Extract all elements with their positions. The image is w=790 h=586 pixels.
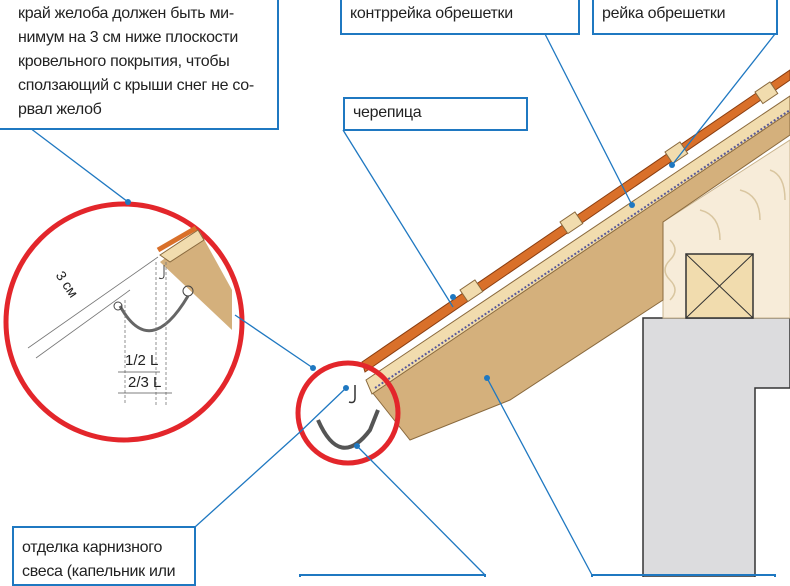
wall xyxy=(642,317,790,577)
tile-label: черепица xyxy=(343,97,528,131)
leader-lines xyxy=(29,33,776,576)
label-text: черепица xyxy=(353,104,422,121)
detail-contents xyxy=(27,225,232,405)
insulation-pattern xyxy=(664,169,786,301)
leader-dots xyxy=(125,162,675,449)
gutter-hook xyxy=(348,385,356,404)
wall-plate-beam xyxy=(685,253,754,319)
gutter xyxy=(316,409,380,450)
note-line: сползающий с крыши снег не со- xyxy=(18,77,254,94)
note-line: кровельного покрытия, чтобы xyxy=(18,53,230,70)
battens xyxy=(459,81,779,303)
label-text: отделка карнизного xyxy=(22,539,163,556)
detail-magnified-circle xyxy=(3,201,245,443)
label-text: свеса (капельник или xyxy=(22,563,176,580)
label-box-bottom-right xyxy=(591,574,776,577)
detail-focus-circle xyxy=(295,360,401,466)
note-line: край желоба должен быть ми- xyxy=(18,5,234,22)
membrane xyxy=(374,109,790,389)
label-text: рейка обрешетки xyxy=(602,5,726,22)
note-line: рвал желоб xyxy=(18,101,102,118)
dimension-half-l: 1/2 L xyxy=(125,352,159,369)
note-line: нимум на 3 см ниже плоскости xyxy=(18,29,239,46)
counter-batten xyxy=(365,95,790,395)
rafter xyxy=(371,109,790,441)
eave-finish-label: отделка карнизного свеса (капельник или xyxy=(12,526,196,586)
batten-label: рейка обрешетки xyxy=(592,0,778,35)
label-text: контррейка обрешетки xyxy=(350,5,513,22)
label-box-bottom-middle xyxy=(299,574,486,577)
counter-batten-label: контррейка обрешетки xyxy=(340,0,580,35)
dimension-two-thirds-l: 2/3 L xyxy=(128,374,162,391)
gutter-note-label: край желоба должен быть ми- нимум на 3 с… xyxy=(0,0,279,130)
